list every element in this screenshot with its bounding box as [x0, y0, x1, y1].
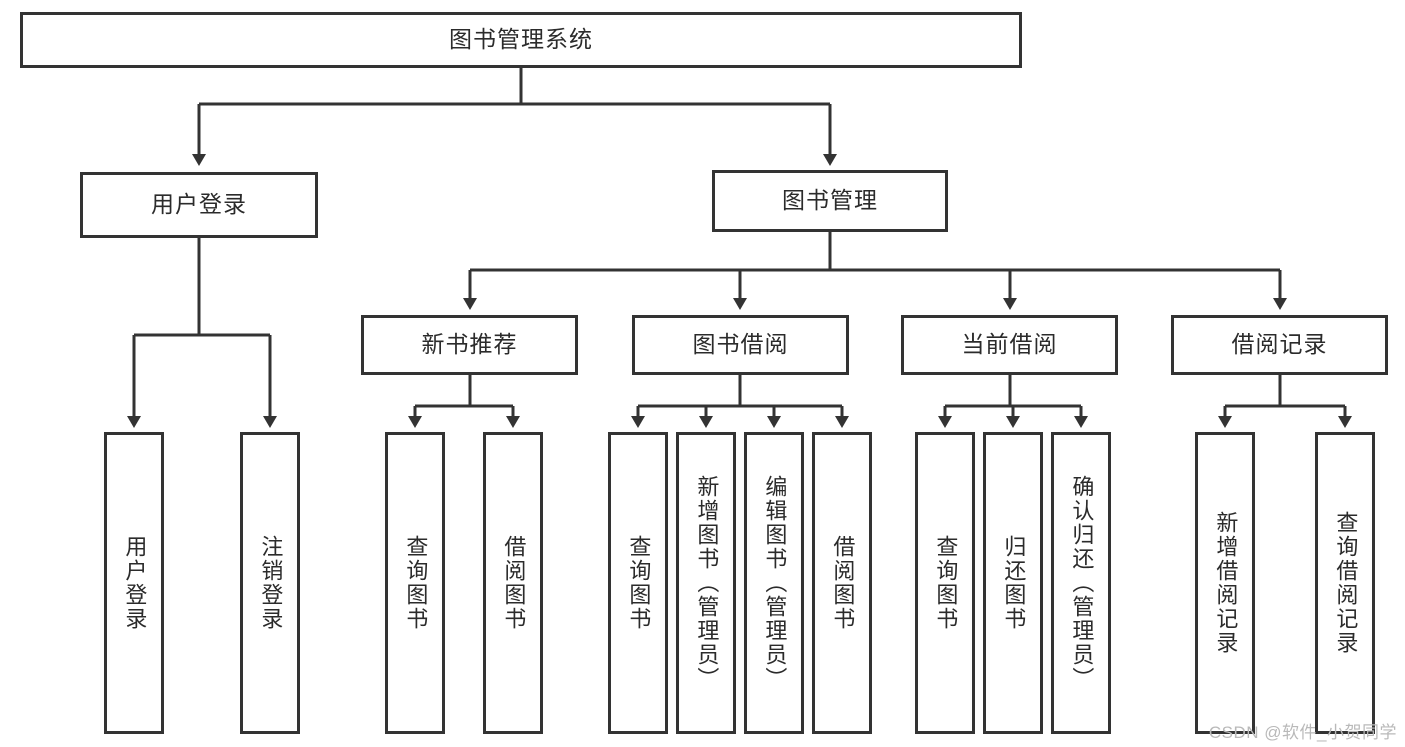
leaf-borrow-edit-book-label: 编辑图书（管理员） [762, 475, 788, 691]
node-new-book-recommend[interactable]: 新书推荐 [361, 315, 578, 375]
node-book-management-label: 图书管理 [782, 187, 878, 214]
leaf-borrow-borrow-book[interactable]: 借阅图书 [812, 432, 872, 734]
node-book-management[interactable]: 图书管理 [712, 170, 948, 232]
leaf-current-return-book[interactable]: 归还图书 [983, 432, 1043, 734]
node-root[interactable]: 图书管理系统 [20, 12, 1022, 68]
node-current-borrow-label: 当前借阅 [961, 331, 1058, 358]
node-new-book-recommend-label: 新书推荐 [421, 331, 518, 358]
leaf-borrow-add-book-label: 新增图书（管理员） [694, 475, 720, 691]
leaf-record-add-record[interactable]: 新增借阅记录 [1195, 432, 1255, 734]
leaf-borrow-query-book-label: 查询图书 [626, 535, 652, 631]
node-book-borrow-label: 图书借阅 [692, 331, 789, 358]
watermark: CSDN @软件_小贺同学 [1208, 723, 1397, 742]
leaf-record-query-record[interactable]: 查询借阅记录 [1315, 432, 1375, 734]
leaf-user-login[interactable]: 用户登录 [104, 432, 164, 734]
leaf-logout-label: 注销登录 [258, 535, 284, 631]
leaf-current-confirm-return-label: 确认归还（管理员） [1069, 475, 1095, 691]
leaf-newbook-borrow-book[interactable]: 借阅图书 [483, 432, 543, 734]
leaf-borrow-borrow-book-label: 借阅图书 [830, 535, 856, 631]
node-book-borrow[interactable]: 图书借阅 [632, 315, 849, 375]
node-root-label: 图书管理系统 [449, 26, 593, 53]
leaf-current-return-book-label: 归还图书 [1001, 535, 1027, 631]
leaf-user-login-label: 用户登录 [122, 535, 148, 631]
leaf-borrow-edit-book[interactable]: 编辑图书（管理员） [744, 432, 804, 734]
leaf-logout[interactable]: 注销登录 [240, 432, 300, 734]
leaf-current-confirm-return[interactable]: 确认归还（管理员） [1051, 432, 1111, 734]
node-current-borrow[interactable]: 当前借阅 [901, 315, 1118, 375]
leaf-newbook-query-book-label: 查询图书 [403, 535, 429, 631]
node-user-login-label: 用户登录 [151, 191, 247, 218]
leaf-borrow-query-book[interactable]: 查询图书 [608, 432, 668, 734]
node-user-login[interactable]: 用户登录 [80, 172, 318, 238]
node-borrow-record-label: 借阅记录 [1231, 331, 1328, 358]
leaf-current-query-book[interactable]: 查询图书 [915, 432, 975, 734]
leaf-current-query-book-label: 查询图书 [933, 535, 959, 631]
leaf-record-add-record-label: 新增借阅记录 [1213, 511, 1239, 655]
leaf-newbook-query-book[interactable]: 查询图书 [385, 432, 445, 734]
leaf-record-query-record-label: 查询借阅记录 [1333, 511, 1359, 655]
leaf-borrow-add-book[interactable]: 新增图书（管理员） [676, 432, 736, 734]
leaf-newbook-borrow-book-label: 借阅图书 [501, 535, 527, 631]
node-borrow-record[interactable]: 借阅记录 [1171, 315, 1388, 375]
